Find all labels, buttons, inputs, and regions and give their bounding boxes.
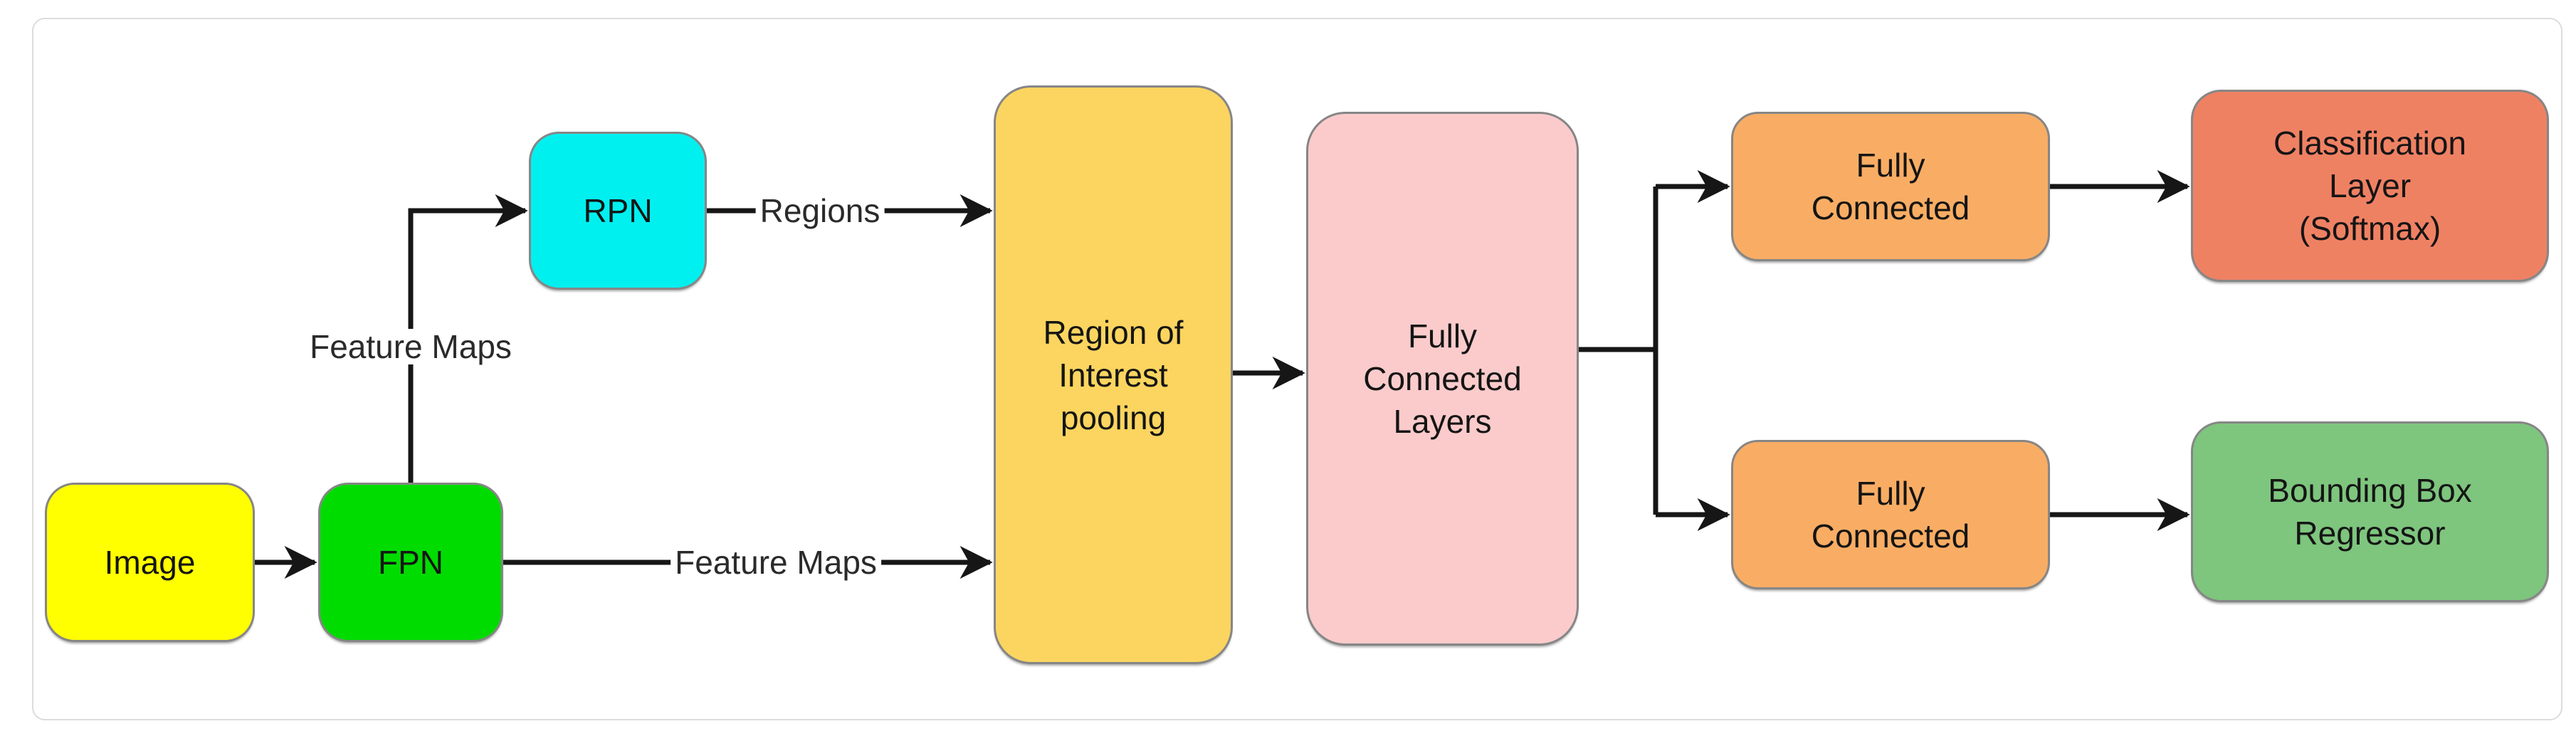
node-classification-label-line: Classification: [2273, 125, 2466, 162]
node-fc-bottom-label-line: Connected: [1811, 518, 1970, 555]
node-fc-top-label-line: Connected: [1811, 189, 1970, 226]
node-fpn: FPN: [318, 483, 503, 642]
node-bounding-box-label-line: Bounding Box: [2268, 472, 2472, 509]
node-image: Image: [45, 483, 255, 642]
node-bounding-box-label-line: Regressor: [2294, 515, 2446, 552]
node-rpn-label: RPN: [583, 192, 653, 229]
node-fc-layers-label-line: Layers: [1393, 403, 1492, 440]
node-classification-layer: Classification Layer (Softmax): [2191, 90, 2549, 282]
node-image-label: Image: [104, 544, 196, 581]
edge-label-feature-maps-top: Feature Maps: [305, 329, 516, 364]
edge-label-feature-maps-bottom: Feature Maps: [671, 545, 881, 580]
node-fpn-label: FPN: [378, 544, 443, 581]
node-roi-label-line: Interest: [1058, 356, 1168, 394]
node-rpn: RPN: [529, 132, 707, 290]
node-classification-label-line: Layer: [2328, 167, 2412, 204]
node-roi-label-line: pooling: [1060, 399, 1167, 436]
edge-fc-layers-split: [1579, 186, 1658, 515]
node-fully-connected-bottom: Fully Connected: [1731, 440, 2050, 589]
node-classification-label-line: (Softmax): [2298, 210, 2441, 247]
edge-label-regions: Regions: [755, 193, 885, 228]
node-bounding-box-regressor: Bounding Box Regressor: [2191, 421, 2549, 602]
node-region-of-interest-pooling: Region of Interest pooling: [994, 85, 1233, 664]
node-fc-bottom-label-line: Fully: [1856, 475, 1925, 512]
node-roi-label-line: Region of: [1043, 313, 1184, 351]
node-fc-layers-label-line: Connected: [1363, 360, 1522, 397]
node-fc-top-label-line: Fully: [1856, 147, 1925, 184]
edge-fpn-to-rpn: [408, 194, 528, 483]
node-fc-layers-label-line: Fully: [1407, 317, 1478, 354]
node-fully-connected-layers: Fully Connected Layers: [1306, 112, 1579, 646]
node-fully-connected-top: Fully Connected: [1731, 112, 2050, 261]
